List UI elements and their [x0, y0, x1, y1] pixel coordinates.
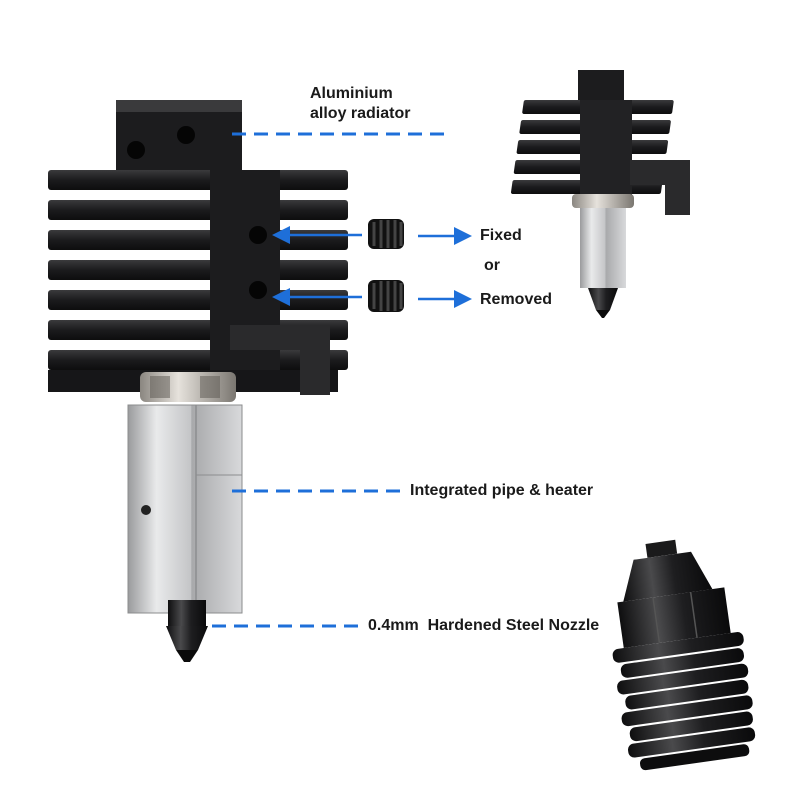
callout-lines: [212, 132, 472, 628]
arrow-right-icon: [454, 227, 472, 245]
main-hotend-icon: [48, 100, 348, 662]
nozzle-threads: [612, 632, 756, 771]
fixed-label: Fixed: [480, 227, 522, 244]
pipe-heater-label: Integrated pipe & heater: [410, 482, 594, 499]
or-label: or: [484, 257, 500, 274]
radiator-label-line2: alloy radiator: [310, 105, 411, 122]
main-nozzle: [166, 600, 208, 662]
heater-block: [127, 404, 243, 614]
nozzle-label: 0.4mm Hardened Steel Nozzle: [368, 617, 600, 634]
arrow-left-icon: [272, 288, 290, 306]
arrow-right-icon: [454, 290, 472, 308]
radiator-label-line1: Aluminium: [310, 85, 393, 102]
hardened-steel-nozzle-icon: [612, 539, 756, 771]
hotend-thumbnail-icon: [510, 70, 690, 318]
removed-label: Removed: [480, 291, 553, 308]
set-screw-icon: [368, 219, 404, 249]
heatsink-fins: [48, 170, 348, 395]
set-screw-icon: [368, 280, 404, 312]
arrow-left-icon: [272, 226, 290, 244]
